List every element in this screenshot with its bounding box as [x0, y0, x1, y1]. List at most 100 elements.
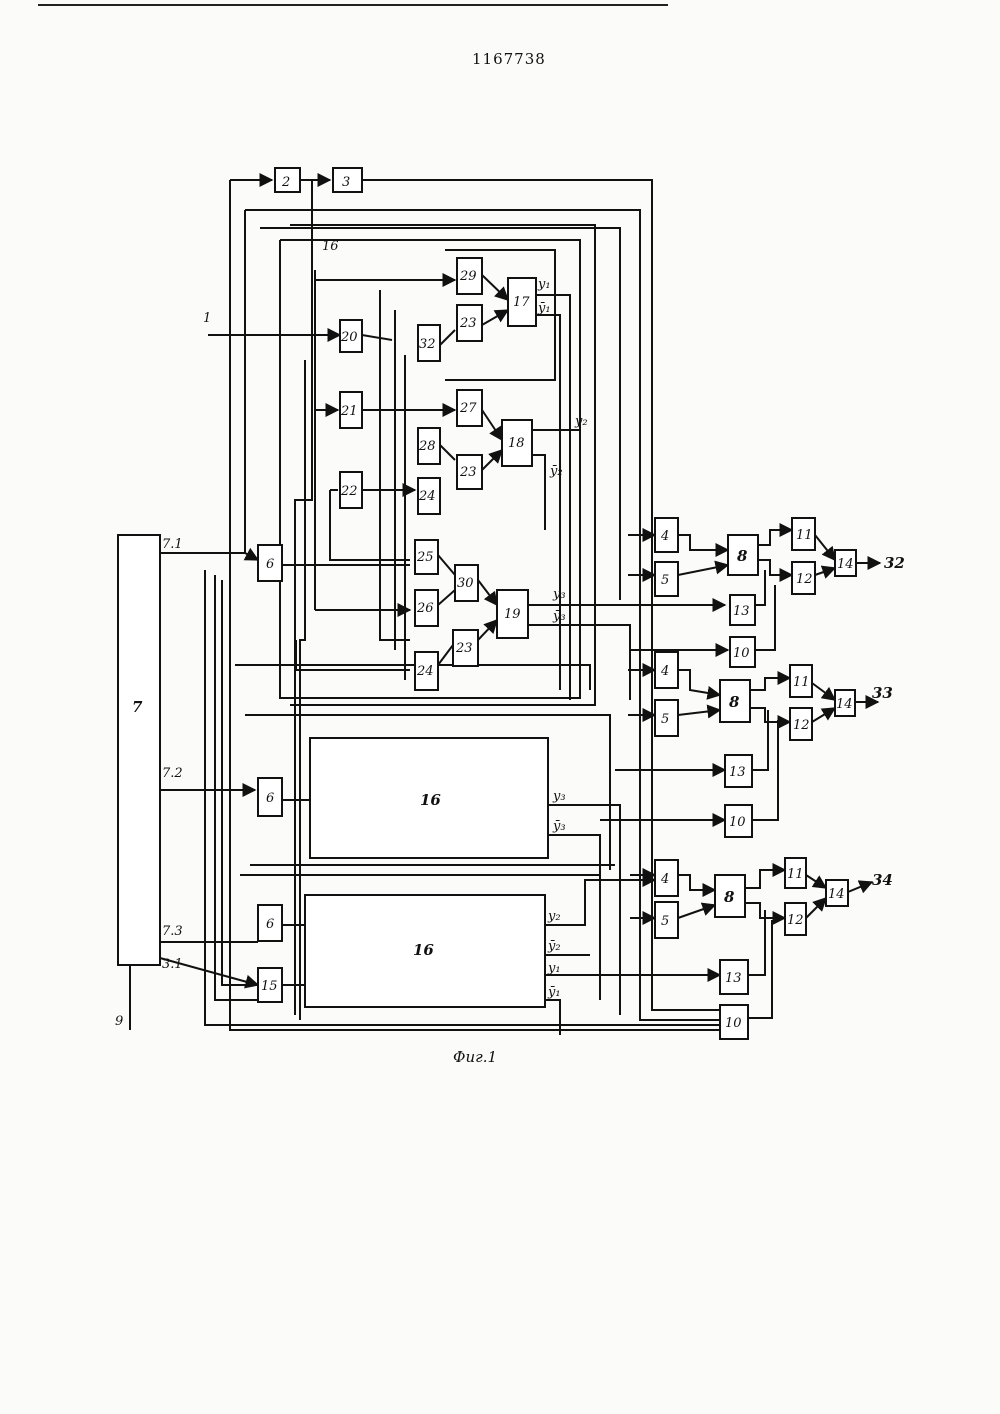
wire-23a-17	[482, 310, 508, 325]
wire-18-y2n	[532, 455, 545, 530]
signal-y1-inverse: ȳ₁	[537, 301, 551, 316]
block-27-label: 27	[459, 401, 477, 416]
tap-72-label: 7.2	[162, 766, 183, 781]
block-21-label: 21	[340, 404, 358, 419]
module-lower-y2: y₂	[547, 909, 561, 924]
block-4-ch3-label: 4	[660, 872, 669, 887]
block-6-middle-label: 6	[266, 791, 274, 806]
wire-28-23b	[440, 445, 455, 460]
wire-2-down	[295, 180, 312, 1015]
block-23-middle-label: 23	[459, 465, 477, 480]
out-34-wire	[848, 882, 872, 892]
wire-5a-8a	[678, 565, 728, 575]
wire-4a-8a	[678, 535, 728, 550]
module-16-lower-label: 16	[413, 941, 434, 959]
block-2-label: 2	[281, 175, 290, 190]
figure-caption: Фиг.1	[453, 1048, 497, 1066]
block-8-ch3-label: 8	[724, 888, 735, 906]
block-30-label: 30	[457, 576, 474, 591]
register-7-block	[118, 535, 160, 965]
register-7-label: 7	[132, 698, 143, 716]
signal-y3-inverse: ȳ₃	[552, 609, 566, 624]
block-26-label: 26	[416, 601, 434, 616]
tap-71-wire	[160, 210, 245, 553]
block-22-label: 22	[340, 484, 358, 499]
signal-y1: y₁	[537, 277, 551, 292]
block-6-top-label: 6	[266, 557, 274, 572]
left-bus-3	[222, 580, 258, 985]
block-12-ch1-label: 12	[796, 572, 813, 587]
output-32-label: 32	[884, 554, 905, 572]
block-8-ch2-label: 8	[729, 693, 740, 711]
wire-8c-11c	[745, 870, 785, 888]
module-16-upper-label: 16	[420, 791, 441, 809]
wire-12c-14c	[806, 898, 826, 918]
block-5-ch2-label: 5	[661, 712, 669, 727]
bus-9-label: 9	[115, 1014, 123, 1029]
module-lower-y2-inverse: ȳ₂	[547, 939, 561, 954]
wire-26-30	[438, 590, 455, 605]
block-5-ch1-label: 5	[661, 573, 669, 588]
signal-y2-inverse: ȳ₂	[549, 464, 563, 479]
block-4-ch2-label: 4	[660, 664, 669, 679]
tap-71-to-6a	[245, 553, 258, 560]
block-14-ch3-label: 14	[828, 887, 845, 902]
block-13-ch2-label: 13	[729, 765, 746, 780]
block-10-ch3-label: 10	[725, 1016, 742, 1031]
block-11-ch3-label: 11	[787, 867, 804, 882]
block-24-upper-label: 24	[418, 489, 436, 504]
wire-10c-up	[748, 920, 772, 1018]
wire-11c-14c	[806, 875, 826, 888]
block-23-lower-label: 23	[455, 641, 473, 656]
wire-11a-14a	[815, 535, 835, 560]
tap-71-label: 7.1	[162, 537, 183, 552]
wire-29-17	[482, 275, 508, 300]
block-18-label: 18	[508, 436, 525, 451]
block-5-ch3-label: 5	[661, 914, 669, 929]
wire-4c-8c	[678, 875, 715, 890]
wire-25-30	[438, 555, 455, 575]
signal-y2: y₂	[574, 414, 588, 429]
block-12-ch3-label: 12	[787, 913, 804, 928]
block-11-ch1-label: 11	[796, 528, 813, 543]
tap-73-label: 7.3	[162, 924, 183, 939]
block-12-ch2-label: 12	[793, 718, 810, 733]
block-10-ch1-label: 10	[733, 646, 750, 661]
block-32-label: 32	[419, 337, 436, 352]
block-29-label: 29	[459, 269, 477, 284]
group-16-label: 16	[322, 239, 339, 254]
block-3-label: 3	[342, 175, 350, 190]
wire-17-y1	[536, 295, 570, 700]
block-14-ch2-label: 14	[836, 697, 853, 712]
wire-12b-14b	[812, 708, 835, 722]
block-25-label: 25	[416, 550, 434, 565]
block-17-label: 17	[513, 295, 530, 310]
wire-8b-11b	[750, 678, 790, 690]
module-lower-y1: y₁	[547, 961, 561, 976]
wire-23b-18	[482, 450, 502, 470]
block-4-ch1-label: 4	[660, 529, 669, 544]
block-10-ch2-label: 10	[729, 815, 746, 830]
module-lower-y1-inverse: ȳ₁	[547, 985, 561, 1000]
left-bus-4	[235, 665, 590, 690]
block-11-ch2-label: 11	[793, 675, 810, 690]
block-15-label: 15	[261, 979, 278, 994]
block-23-top-label: 23	[459, 316, 477, 331]
wire-32-23a	[440, 330, 455, 345]
block-19-label: 19	[504, 607, 521, 622]
signal-y3: y₃	[552, 587, 566, 602]
wire-8a-11a	[758, 530, 792, 545]
wire-12a-14a	[815, 568, 835, 575]
wire-27-18	[482, 410, 502, 440]
block-24-lower-label: 24	[416, 664, 434, 679]
block-6-bottom-label: 6	[266, 917, 274, 932]
block-28-label: 28	[418, 439, 436, 454]
input-1-label: 1	[203, 311, 211, 326]
output-33-label: 33	[872, 684, 893, 702]
output-34-label: 34	[872, 871, 893, 889]
wire-17-y1n	[536, 315, 560, 690]
wire-30-19	[478, 580, 497, 605]
module-upper-y3: y₃	[552, 789, 566, 804]
